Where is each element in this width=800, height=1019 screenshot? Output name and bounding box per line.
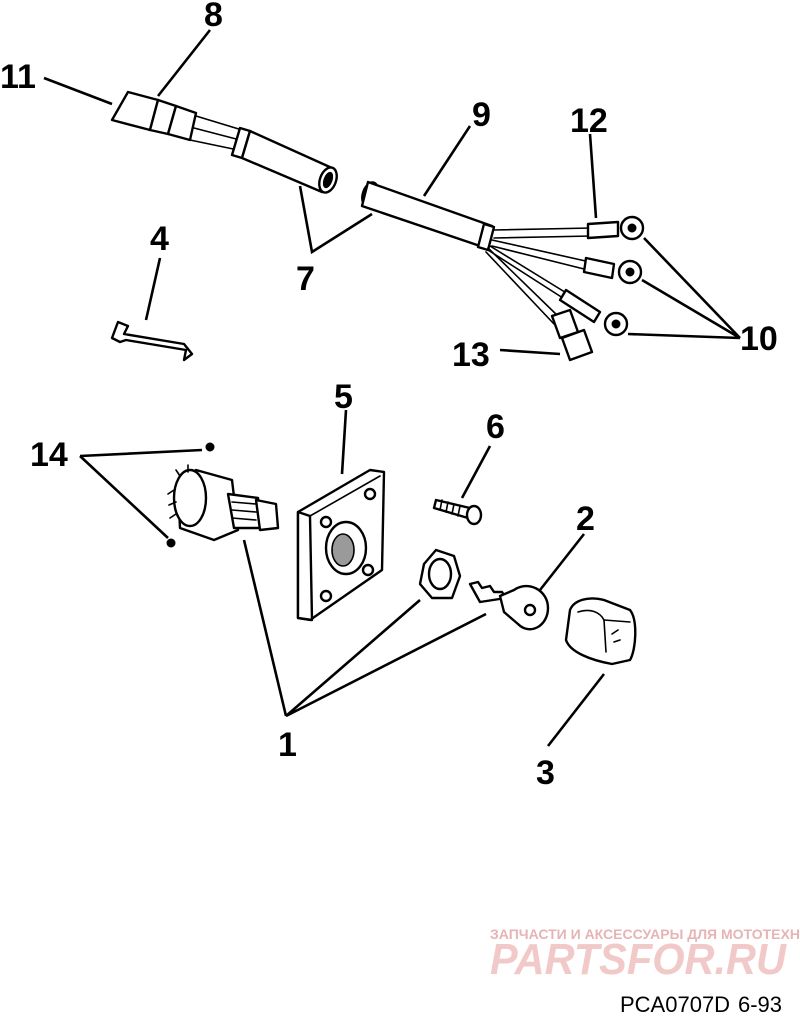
- leader-2: [538, 533, 586, 591]
- callout-3: 3: [536, 754, 555, 792]
- leader-7: [298, 185, 373, 255]
- callout-8: 8: [204, 0, 223, 34]
- leader-11: [43, 76, 113, 106]
- leader-10: [627, 237, 741, 340]
- callout-9: 9: [472, 96, 491, 134]
- callout-5: 5: [334, 378, 353, 416]
- callout-2: 2: [576, 500, 595, 538]
- callout-7: 7: [296, 260, 315, 298]
- screw-part: [432, 498, 483, 526]
- leader-13: [499, 348, 561, 356]
- retaining-clip-part: [110, 320, 194, 362]
- ignition-switch-part: [166, 442, 280, 548]
- watermark-logo: PARTSFOR.RU: [490, 935, 787, 984]
- mounting-plate-part: [296, 468, 386, 622]
- callout-13: 13: [452, 336, 490, 374]
- callout-11: 11: [0, 58, 36, 96]
- callout-10: 10: [740, 320, 778, 358]
- figure-date: 6-93: [738, 992, 782, 1017]
- leader-6: [460, 445, 492, 499]
- callout-4: 4: [150, 220, 169, 258]
- leader-14: [79, 448, 203, 539]
- leader-1: [242, 539, 487, 718]
- leader-9: [422, 125, 472, 197]
- leader-8: [156, 29, 212, 97]
- key-part: [468, 580, 550, 631]
- leader-4: [144, 257, 162, 321]
- hex-nut-part: [418, 548, 462, 600]
- figure-code: PCA0707D: [620, 992, 730, 1017]
- callout-12: 12: [570, 102, 608, 140]
- harness-plug-part: [110, 90, 338, 194]
- leader-12: [588, 133, 598, 219]
- callout-1: 1: [278, 726, 297, 764]
- callout-6: 6: [486, 408, 505, 446]
- leader-3: [546, 673, 606, 747]
- leader-5: [340, 409, 348, 475]
- watermark-tagline: ЗАПЧАСТИ И АКСЕССУАРЫ ДЛЯ МОТОТЕХНИКИ: [490, 926, 800, 942]
- key-cap-part: [564, 597, 637, 666]
- callout-14: 14: [30, 436, 68, 474]
- leader-lines: [43, 29, 741, 747]
- wiring-harness-part: [360, 180, 645, 362]
